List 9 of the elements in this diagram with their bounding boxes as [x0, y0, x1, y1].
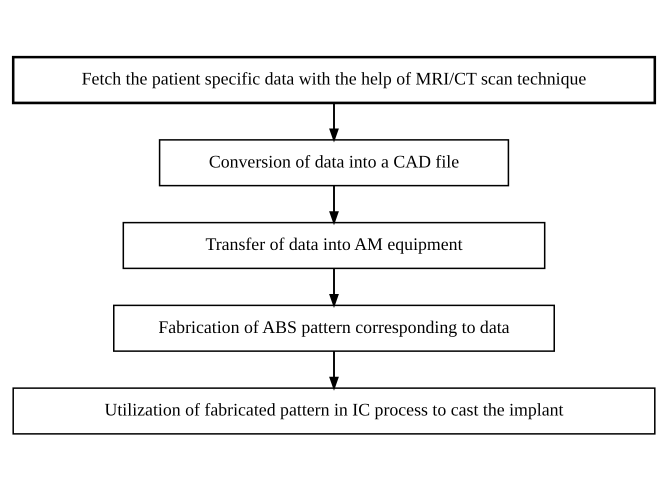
- arrow: [329, 268, 339, 308]
- node-box: Fabrication of ABS pattern corresponding to data: [113, 304, 555, 352]
- node-box: Transfer of data into AM equipment: [122, 221, 546, 269]
- node-box: Conversion of data into a CAD file: [158, 138, 510, 186]
- arrow: [329, 185, 339, 225]
- arrow: [329, 102, 339, 142]
- arrow: [329, 350, 339, 390]
- node-box: Utilization of fabricated pattern in IC process to cast the implant: [12, 386, 656, 434]
- node-box: Fetch the patient specific data with the help of MRI/CT scan technique: [12, 55, 656, 104]
